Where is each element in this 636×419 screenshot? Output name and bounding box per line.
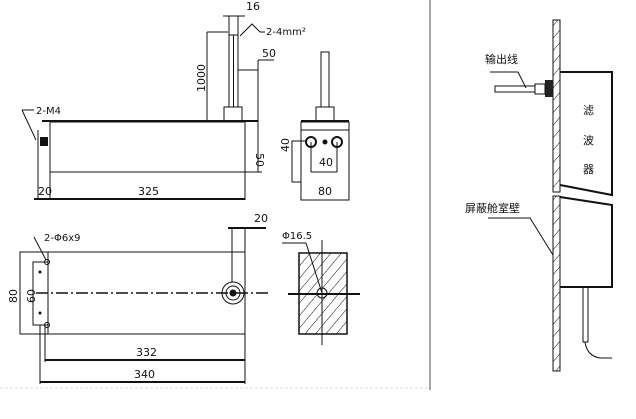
cable-width-dim: 16: [246, 0, 260, 13]
mount-hole: [44, 259, 50, 265]
cutout-view: Φ16.5: [282, 231, 360, 345]
stud-offset-bottom-dim: 20: [254, 212, 268, 225]
connector-nut: [545, 80, 553, 97]
bottom-view: 20 2-Φ6x9 80 60 332 340: [7, 212, 268, 384]
body-length-dim: 325: [138, 185, 159, 198]
hole-spacing-dim: 60: [25, 289, 38, 303]
side-width-dim: 80: [318, 185, 332, 198]
cable-length-dim: 1000: [195, 64, 208, 92]
m4-stud: [40, 137, 48, 146]
bottom-cable: [582, 286, 589, 343]
output-wire-label: 输出线: [485, 52, 518, 66]
installation-view: 滤 波 器 输出线 屏蔽舱室壁: [465, 19, 613, 372]
hole-pitch-dim: 332: [136, 346, 157, 359]
terminal-center: [322, 139, 328, 145]
filter-box-lower: [559, 196, 613, 288]
thread-label: 2-M4: [36, 106, 61, 117]
outer-width-dim: 80: [7, 289, 20, 303]
hole-height-dim: 40: [279, 138, 292, 152]
stud-offset-dim: 50: [262, 47, 276, 60]
stud-outline: [221, 281, 245, 305]
cutout-diameter-label: Φ16.5: [282, 231, 312, 242]
filter-box-upper: [559, 71, 613, 197]
body-height-dim: 50: [253, 153, 266, 167]
total-length-dim: 340: [134, 368, 155, 381]
mount-holes-label: 2-Φ6x9: [44, 233, 80, 244]
hex-nut: [223, 106, 243, 122]
filter-char-2: 波: [583, 134, 594, 147]
filter-char-1: 滤: [583, 104, 594, 117]
side-view: 40 40 80: [279, 51, 350, 201]
terminal-spacing-dim: 40: [319, 156, 333, 169]
shield-wall-label: 屏蔽舱室壁: [465, 201, 520, 215]
front-view: 2-M4 16 2-4mm² 1000 50 50 20 325: [21, 0, 306, 200]
filter-body: [49, 121, 246, 173]
cable-spec-label: 2-4mm²: [266, 27, 306, 38]
shield-wall-lower: [552, 195, 561, 372]
output-wire: [494, 85, 536, 93]
filter-char-3: 器: [583, 163, 594, 176]
flange-width-dim: 20: [38, 185, 52, 198]
shield-wall-upper: [552, 19, 561, 193]
